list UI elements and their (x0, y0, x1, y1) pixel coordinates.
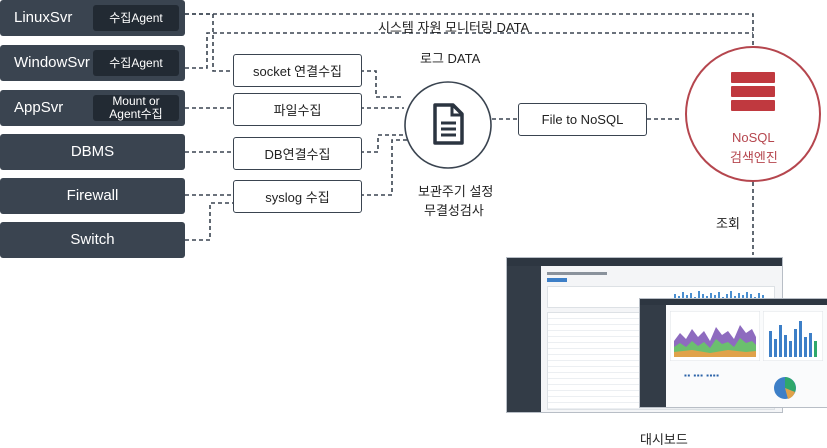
source-name: LinuxSvr (14, 9, 73, 26)
agent-badge: Mount or Agent수집 (93, 95, 179, 121)
source-switch: Switch (0, 222, 185, 258)
source-name: AppSvr (14, 99, 64, 116)
file-to-nosql-box: File to NoSQL (518, 103, 647, 136)
source-appsvr: AppSvr Mount or Agent수집 (0, 90, 185, 126)
hub-label-integrity: 무결성검사 (424, 203, 484, 218)
source-dbms: DBMS (0, 134, 185, 170)
log-data-label: 로그 DATA (420, 51, 481, 66)
document-icon (433, 103, 464, 145)
hub-label-retention: 보관주기 설정 (418, 184, 494, 199)
engine-label-nosql: NoSQL (732, 130, 775, 145)
word-cloud: ▪▪ ▪▪▪ ▪▪▪▪ (684, 371, 720, 380)
source-windowsvr: WindowSvr 수집Agent (0, 45, 185, 81)
nosql-engine-node (685, 46, 821, 182)
dashboard-screenshot-overlay: ▪▪ ▪▪▪ ▪▪▪▪ (639, 298, 827, 408)
dashboard-label: 대시보드 (640, 432, 688, 447)
source-firewall: Firewall (0, 178, 185, 214)
database-stack-icon (731, 72, 775, 111)
source-name: Firewall (66, 187, 119, 204)
pie-mini (774, 377, 796, 399)
engine-label-search: 검색엔진 (730, 150, 778, 165)
agent-badge: 수집Agent (93, 5, 179, 31)
monitoring-data-label: 시스템 자원 모니터링 DATA (378, 20, 530, 35)
collector-syslog: syslog 수집 (233, 180, 362, 213)
source-name: DBMS (70, 143, 115, 160)
source-name: WindowSvr (14, 54, 90, 71)
collector-db: DB연결수집 (233, 137, 362, 170)
source-linuxsvr: LinuxSvr 수집Agent (0, 0, 185, 36)
collector-socket: socket 연결수집 (233, 54, 362, 87)
source-name: Switch (70, 231, 115, 248)
collector-file: 파일수집 (233, 93, 362, 126)
query-label: 조회 (716, 216, 740, 231)
hub-node (404, 81, 492, 169)
agent-badge: 수집Agent (93, 50, 179, 76)
